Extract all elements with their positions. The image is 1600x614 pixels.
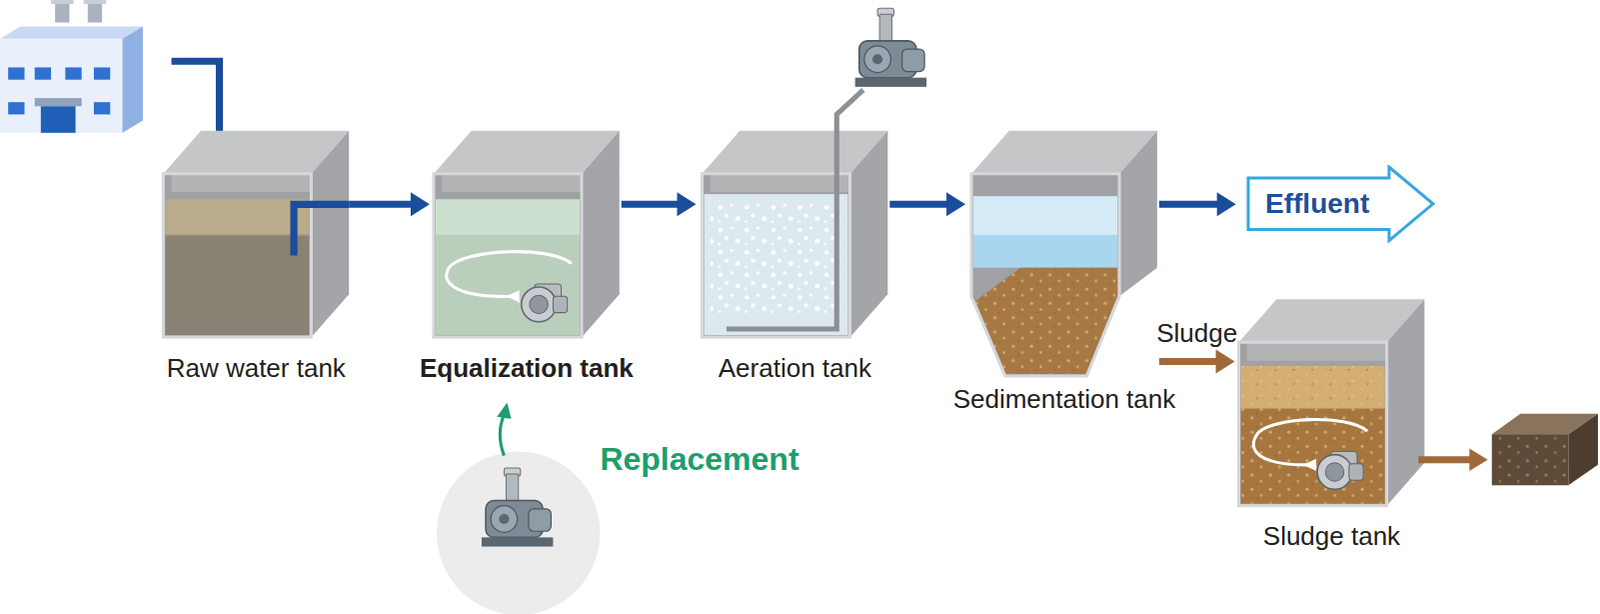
flow-arrow <box>621 191 697 216</box>
raw-water-tank <box>162 130 349 337</box>
flow-line <box>1159 357 1220 365</box>
flow-arrow <box>889 191 966 216</box>
flow-arrow <box>1159 348 1236 373</box>
effluent-text: Effluent <box>1265 187 1370 220</box>
sludge-cake <box>1418 413 1599 486</box>
arrow-head <box>410 191 430 216</box>
aeration-tank <box>701 7 927 337</box>
replacement-blower <box>436 402 600 614</box>
arrow-head <box>946 191 966 216</box>
tank-label: Equalization tank <box>419 352 634 384</box>
tank-label: Sedimentation tank <box>953 383 1177 415</box>
tank-node: Sludge tank <box>1239 298 1426 505</box>
tank-label: Raw water tank <box>166 352 346 384</box>
tank-node: Raw water tank <box>162 130 349 337</box>
flow-line <box>621 200 681 208</box>
flow-arrow <box>1159 191 1237 216</box>
effluent-arrow-shape <box>1248 166 1434 241</box>
flow-line <box>1159 200 1221 208</box>
flow-line <box>348 200 414 208</box>
tank-node: Sedimentation tank <box>971 130 1158 376</box>
equalization-tank <box>433 130 620 337</box>
replacement-label: Replacement <box>599 440 799 478</box>
arrow-head <box>1216 348 1236 373</box>
tank-label: Sludge tank <box>1263 520 1401 552</box>
arrow-head <box>1217 191 1237 216</box>
sedimentation-tank <box>971 130 1158 376</box>
sludge-tank <box>1239 298 1426 505</box>
flow-line <box>889 200 950 208</box>
flow-arrow <box>348 191 430 216</box>
edge-label: Sludge <box>1156 317 1238 349</box>
tank-label: Aeration tank <box>718 352 872 384</box>
tank-node: Aeration tank <box>701 130 888 337</box>
arrow-head <box>676 191 696 216</box>
effluent-text-holder: Effluent <box>1246 187 1390 220</box>
tank-node: Equalization tank <box>433 130 620 337</box>
effluent-node: Effluent <box>1246 164 1437 243</box>
factory-icon <box>0 0 143 133</box>
